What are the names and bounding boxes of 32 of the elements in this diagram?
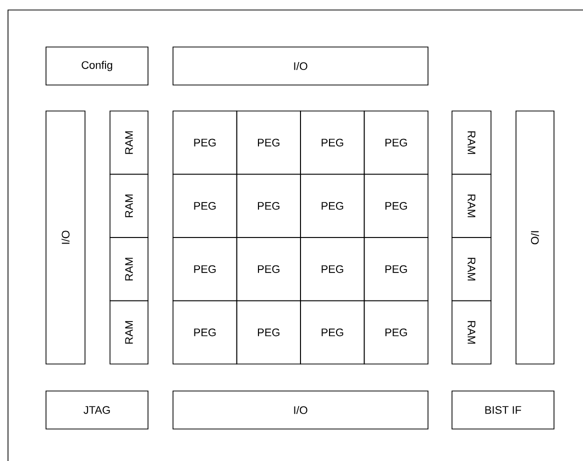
memory-box: RAM [452,174,492,238]
grid-cell: PEG [172,237,238,302]
grid-cell: PEG [364,300,428,364]
grid-cell: PEG [236,174,301,238]
memory-box: RAM [110,174,148,238]
block-box: I/O [172,46,428,86]
grid-cell: PEG [172,300,238,364]
grid-cell: PEG [364,237,428,302]
block-box: I/O [46,110,86,364]
block-box: I/O [516,110,554,364]
grid-cell: PEG [172,174,238,238]
grid-cell: PEG [300,110,365,175]
block-box: I/O [172,390,428,430]
grid-cell: PEG [300,300,365,364]
chip-outline [8,10,583,461]
grid-cell: PEG [172,110,238,175]
block-box: Config [46,46,148,86]
grid-cell: PEG [300,237,365,302]
grid-cell: PEG [364,110,428,175]
grid-cell: PEG [236,237,301,302]
grid-cell: PEG [236,110,301,175]
memory-box: RAM [110,300,148,364]
grid-cell: PEG [236,300,301,364]
memory-box: RAM [452,237,492,302]
memory-box: RAM [452,110,492,175]
grid-cell: PEG [364,174,428,238]
memory-box: RAM [452,300,492,364]
block-box: BIST IF [452,390,554,430]
grid-cell: PEG [300,174,365,238]
memory-box: RAM [110,110,148,175]
block-box: JTAG [46,390,148,430]
memory-box: RAM [110,237,148,302]
